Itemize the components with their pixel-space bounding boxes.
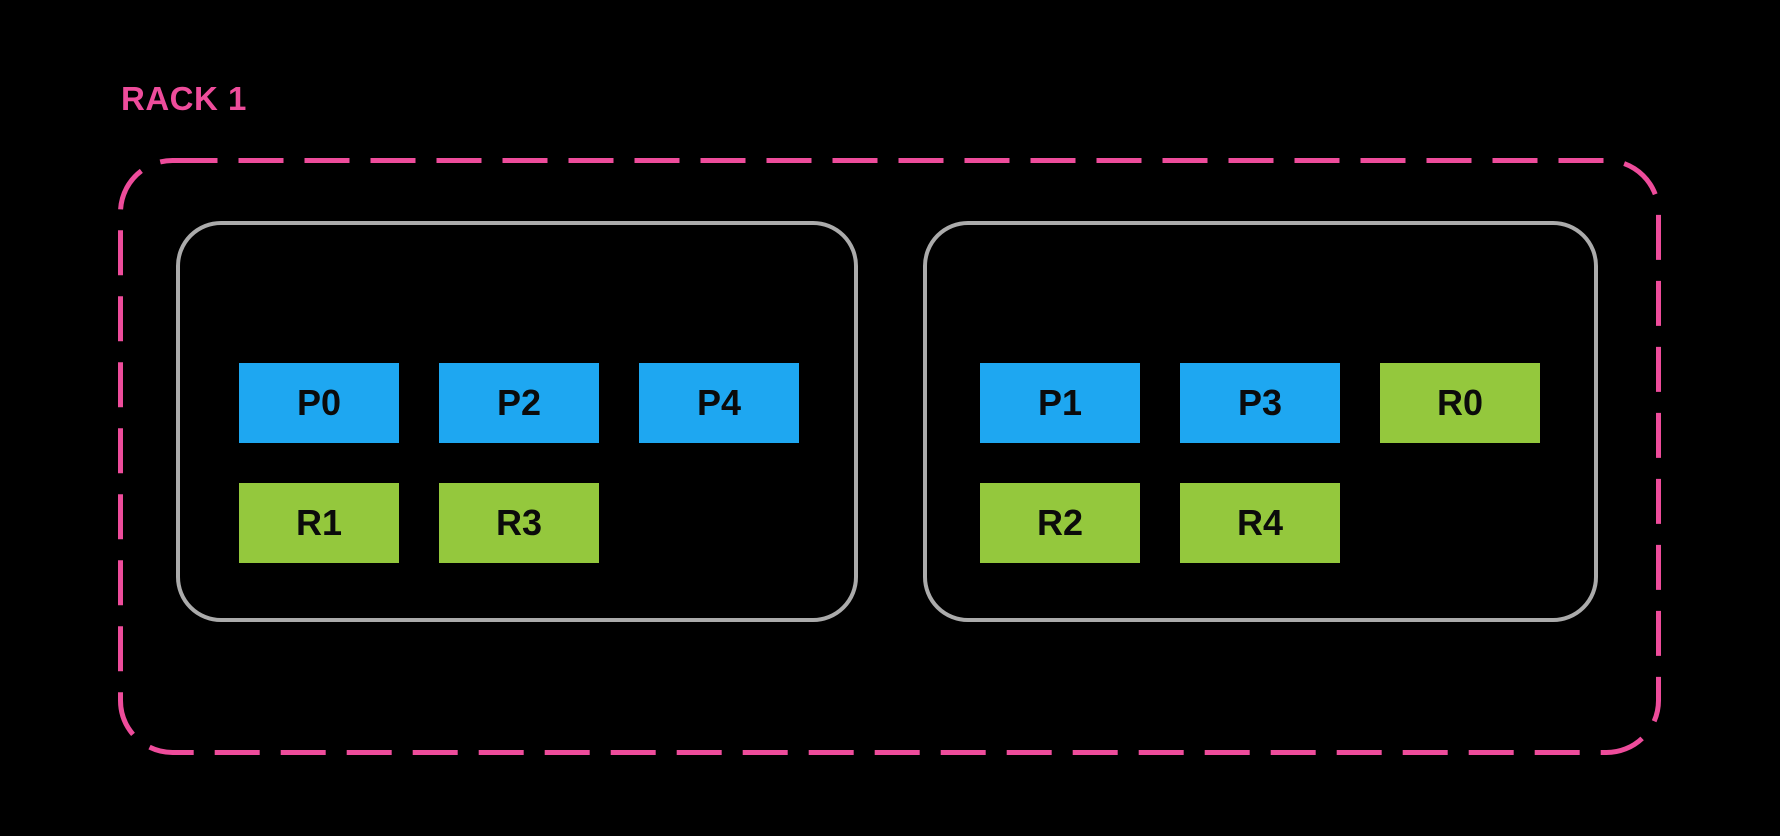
chip-p2: P2: [439, 363, 599, 443]
chip-p3: P3: [1180, 363, 1340, 443]
chip-r0: R0: [1380, 363, 1540, 443]
chip-r4: R4: [1180, 483, 1340, 563]
chip-r1: R1: [239, 483, 399, 563]
chip-p1: P1: [980, 363, 1140, 443]
node-box-right: P1 P3 R0 R2 R4: [923, 221, 1598, 622]
rack-title: RACK 1: [121, 80, 247, 117]
chip-r3: R3: [439, 483, 599, 563]
chip-p4: P4: [639, 363, 799, 443]
chip-r2: R2: [980, 483, 1140, 563]
node-box-left: P0 P2 P4 R1 R3: [176, 221, 858, 622]
chip-p0: P0: [239, 363, 399, 443]
